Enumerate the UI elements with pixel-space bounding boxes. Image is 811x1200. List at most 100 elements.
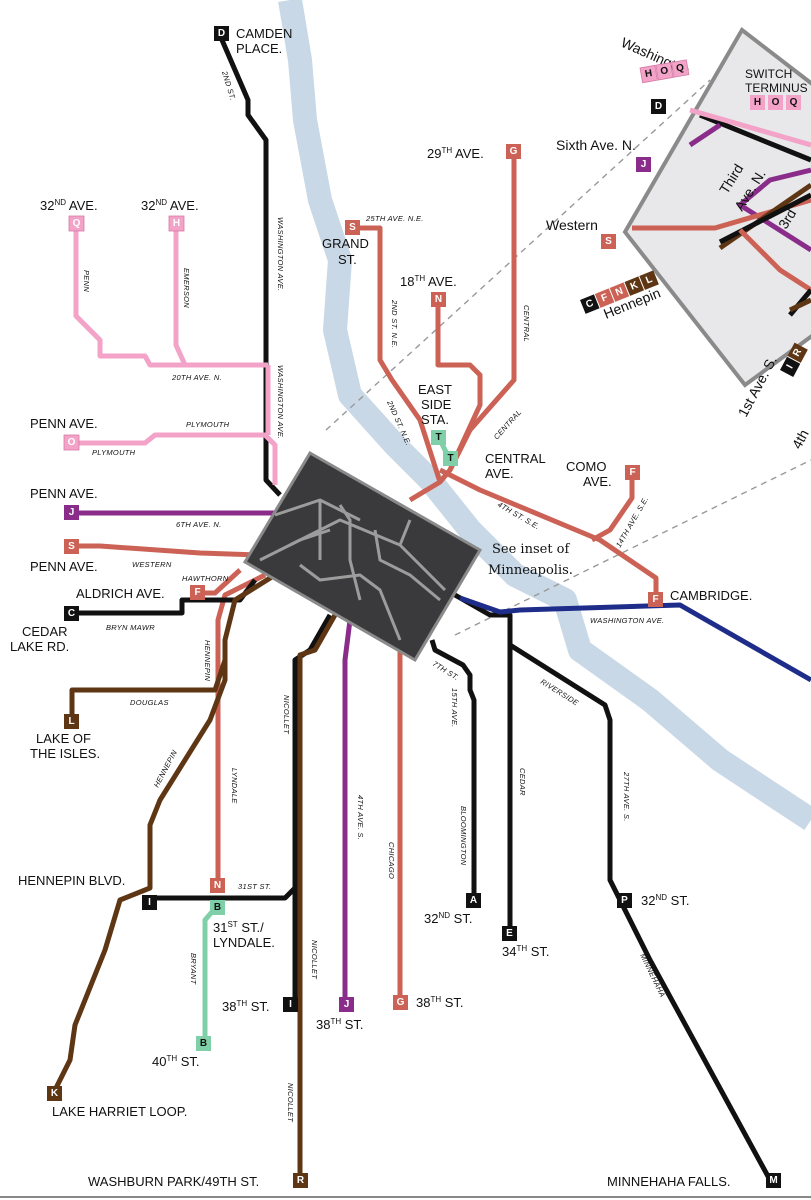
st38-i-label: 38TH ST.: [222, 999, 270, 1014]
route-badge: T: [435, 432, 441, 443]
line-S-western: [76, 543, 261, 558]
como-label: AVE.: [583, 474, 612, 489]
street-label: NICOLLET: [282, 695, 291, 735]
camden-label: PLACE.: [236, 41, 282, 56]
route-badge: K: [629, 279, 641, 292]
line-F-como: [590, 472, 635, 543]
route-badge: R: [297, 1175, 305, 1186]
fourth-inset-label: 4th: [789, 427, 811, 452]
line-N-lyndale: [215, 572, 267, 885]
street-label: NICOLLET: [310, 940, 319, 980]
line-D: [219, 39, 282, 497]
line-E: [453, 592, 513, 930]
route-badge: H: [644, 68, 653, 80]
inset-note-line2: Minneapolis.: [488, 563, 573, 578]
grand-label: ST.: [338, 252, 357, 267]
minnehaha-falls-label: MINNEHAHA FALLS.: [607, 1174, 731, 1189]
route-badge: I: [289, 999, 292, 1010]
lake-isles-label: THE ISLES.: [30, 746, 100, 761]
street-label: 25TH AVE. N.E.: [365, 214, 424, 223]
street-label: CEDAR: [518, 768, 527, 796]
inset-connector-lines: [325, 79, 811, 636]
line-F-cambridge: [438, 467, 659, 600]
street-label: 4TH AVE. S.: [356, 795, 365, 840]
line-J-south: [342, 619, 353, 1000]
east-side-label: EAST: [418, 382, 452, 397]
route-badge: H: [754, 97, 761, 108]
route-badge: I: [148, 897, 151, 908]
route-badge: B: [200, 1038, 207, 1049]
street-label: HENNEPIN: [152, 748, 179, 789]
street-label: CENTRAL: [492, 408, 524, 442]
q32-label: 32ND AVE.: [40, 198, 98, 213]
grand-label: GRAND: [322, 236, 369, 251]
route-badge: L: [644, 274, 654, 286]
route-badge: C: [584, 298, 595, 311]
mississippi-river: [278, 0, 811, 831]
street-label: 20TH AVE. N.: [171, 373, 222, 382]
east-side-label: SIDE: [421, 397, 452, 412]
cedar-lake-label: CEDAR: [22, 624, 68, 639]
route-badge: G: [510, 146, 518, 157]
line-N-18th: [435, 300, 483, 472]
line-G-central: [408, 152, 517, 503]
route-badges: D G Q H S N T T F O J S F C F L I N B: [47, 26, 808, 1188]
sixth-ave-n-label: Sixth Ave. N.: [556, 137, 636, 153]
camden-label: CAMDEN: [236, 26, 292, 41]
station-labels: CAMDEN PLACE. 29TH AVE. 32ND AVE. 32ND A…: [10, 26, 752, 1189]
h32-label: 32ND AVE.: [141, 198, 199, 213]
street-label: 27TH AVE. S.: [622, 771, 631, 822]
street-label: WASHINGTON AVE.: [276, 217, 285, 291]
line-O: [76, 432, 278, 485]
line-R: [297, 613, 338, 1180]
penn-j-label: PENN AVE.: [30, 486, 98, 501]
cambridge-label: CAMBRIDGE.: [670, 588, 752, 603]
central-label: CENTRAL: [485, 451, 546, 466]
street-label: CENTRAL: [522, 305, 531, 342]
route-badge: L: [68, 716, 74, 727]
st38-j-label: 38TH ST.: [316, 1017, 364, 1032]
route-badge: P: [621, 895, 628, 906]
route-badge: F: [194, 587, 200, 598]
route-badge: N: [614, 286, 625, 299]
street-label: LYNDALE: [230, 768, 239, 804]
route-badge: M: [769, 1175, 777, 1186]
downtown-inset: [622, 27, 811, 388]
line-H: [173, 230, 188, 367]
street-label: NICOLLET: [286, 1083, 295, 1123]
route-badge: T: [447, 453, 453, 464]
route-badge: S: [68, 541, 75, 552]
street-label: PLYMOUTH: [186, 420, 230, 429]
line-Q: [73, 230, 268, 368]
cedar-lake-label: LAKE RD.: [10, 639, 69, 654]
central-label: AVE.: [485, 466, 514, 481]
lake-harriet-label: LAKE HARRIET LOOP.: [52, 1104, 187, 1119]
east-side-label: STA.: [421, 412, 449, 427]
route-badge: S: [605, 236, 612, 247]
street-label: BRYN MAWR: [106, 623, 155, 632]
ave18-label: 18TH AVE.: [400, 274, 457, 289]
st31-lyndale-label: LYNDALE.: [213, 935, 275, 950]
route-badge: A: [470, 895, 477, 906]
como-label: COMO: [566, 459, 606, 474]
route-badge: J: [69, 507, 75, 518]
line-L: [69, 659, 228, 722]
street-label: 31ST ST.: [238, 882, 271, 891]
line-S-grand: [352, 225, 443, 483]
route-badge: F: [652, 594, 658, 605]
ave29-label: 29TH AVE.: [427, 146, 484, 161]
route-badge: O: [68, 437, 76, 448]
route-badge: F: [629, 467, 635, 478]
street-label: CHICAGO: [387, 842, 396, 879]
switch-terminus-label: SWITCH: [745, 67, 792, 81]
route-badge: O: [660, 65, 670, 77]
street-label: EMERSON: [182, 268, 191, 308]
st31-lyndale-label: 31ST ST./: [213, 920, 264, 935]
route-badge: D: [218, 28, 225, 39]
st32-p-label: 32ND ST.: [641, 893, 689, 908]
street-label: DOUGLAS: [130, 698, 169, 707]
st32-a-label: 32ND ST.: [424, 911, 472, 926]
route-badge: N: [214, 880, 221, 891]
street-label: PENN: [82, 270, 91, 292]
